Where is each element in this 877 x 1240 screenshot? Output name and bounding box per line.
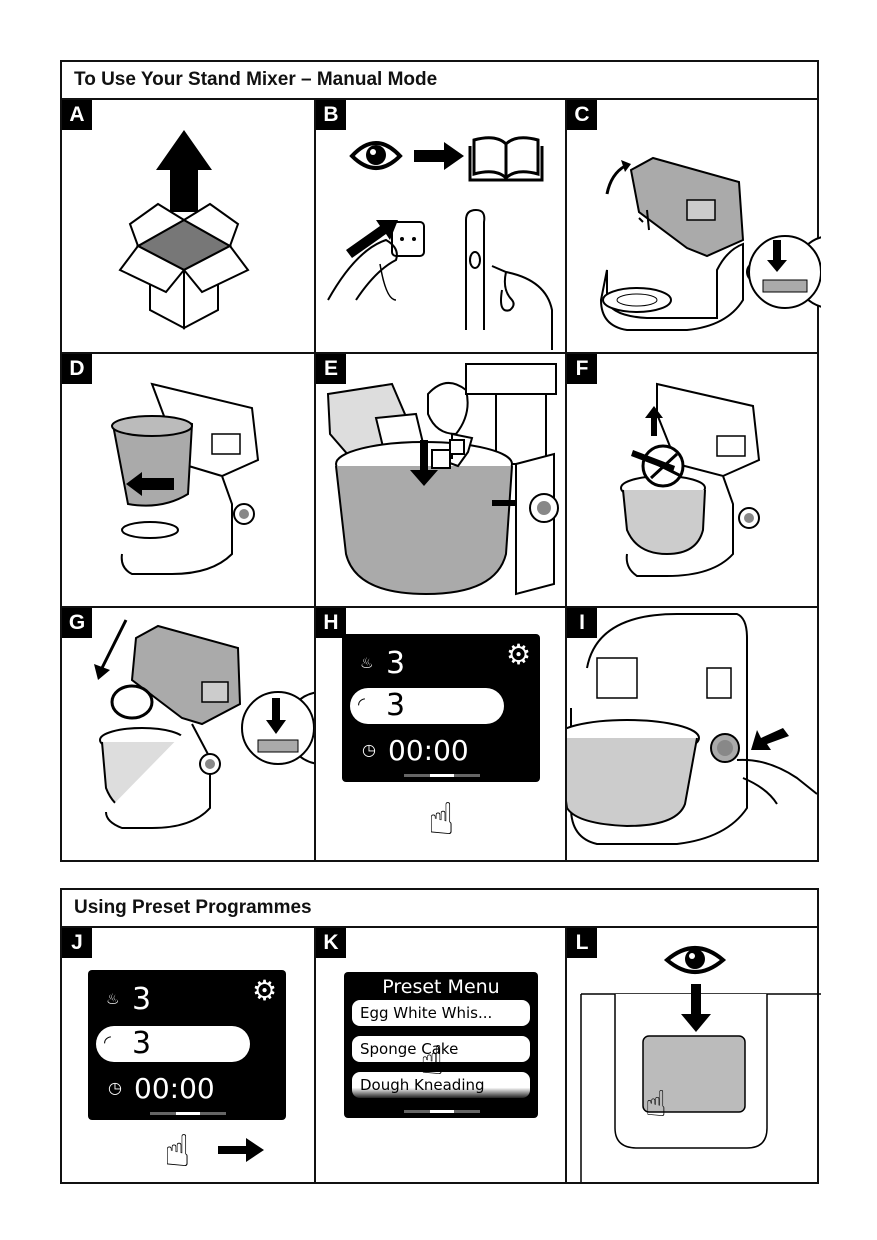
gear-icon[interactable]: ⚙ (506, 638, 532, 671)
panel-g: G (62, 608, 314, 860)
panel-label: L (567, 928, 597, 958)
panel-a: A (62, 100, 314, 352)
heat-value: 3 (386, 646, 406, 681)
heat-icon: ♨ (360, 654, 374, 672)
preset-menu-title: Preset Menu (382, 976, 500, 998)
timer-value: 00:00 (134, 1072, 215, 1105)
control-screen[interactable]: ♨ 3 ⚙ ◜ 3 ◷ 00:00 (88, 970, 286, 1120)
preset-dough-kneading[interactable]: Dough Kneading (352, 1072, 530, 1098)
panel-label: G (62, 608, 92, 638)
heat-value: 3 (132, 982, 152, 1017)
manual-mode-grid: A B (62, 100, 821, 860)
gear-icon[interactable]: ⚙ (252, 974, 278, 1007)
panel-label: E (316, 354, 346, 384)
preset-grid: J ♨ 3 ⚙ ◜ 3 ◷ 00:00 ☝ K Preset Menu Eg (62, 928, 821, 1182)
tap-hand-icon: ☝ (645, 1084, 667, 1125)
add-ingredients-illustration (326, 363, 559, 596)
panel-d: D (62, 354, 314, 606)
page-indicator (150, 1112, 226, 1115)
eye-icon (663, 946, 727, 974)
panel-label: C (567, 100, 597, 130)
panel-l: L ☝ (567, 928, 821, 1182)
preset-title: Using Preset Programmes (62, 890, 817, 928)
lower-head-illustration (94, 619, 314, 829)
swipe-arrow (218, 1138, 264, 1162)
tap-hand-icon: ☝ (420, 1038, 445, 1084)
panel-e: E (316, 354, 565, 606)
control-screen[interactable]: ♨ 3 ⚙ ◜ 3 ◷ 00:00 (342, 634, 540, 782)
unpack-box-illustration (118, 130, 250, 330)
speed-value: 3 (132, 1026, 152, 1061)
clock-icon: ◷ (362, 740, 376, 759)
preset-menu-screen: Preset Menu Egg White Whis... Sponge Cak… (344, 972, 538, 1118)
eye-icon (349, 141, 403, 170)
panel-label: H (316, 608, 346, 638)
speed-row[interactable] (96, 1026, 250, 1062)
panel-label: D (62, 354, 92, 384)
panel-i: I (567, 608, 821, 860)
speed-gauge-icon: ◜ (104, 1032, 111, 1053)
manual-mode-title: To Use Your Stand Mixer – Manual Mode (62, 62, 817, 100)
preset-sponge-cake[interactable]: Sponge Cake (352, 1036, 530, 1062)
page-indicator (404, 774, 480, 777)
panel-c: C (567, 100, 821, 352)
book-icon (468, 136, 544, 182)
panel-k: K Preset Menu Egg White Whis... Sponge C… (316, 928, 565, 1182)
panel-label: F (567, 354, 597, 384)
panel-label: I (567, 608, 597, 638)
speed-gauge-icon: ◜ (358, 694, 365, 715)
press-knob-illustration (567, 613, 818, 845)
fit-tool-illustration (620, 382, 761, 577)
speed-row[interactable] (350, 688, 504, 724)
panel-label: A (62, 100, 92, 130)
tap-hand-icon: ☝ (164, 1126, 191, 1177)
read-instructions-illustration (327, 136, 553, 350)
tap-hand-icon: ☝ (428, 794, 455, 845)
speed-value: 3 (386, 688, 406, 723)
panel-label: J (62, 928, 92, 958)
view-screen-illustration (580, 946, 821, 1182)
panel-f: F (567, 354, 821, 606)
page-indicator (404, 1110, 480, 1113)
fit-bowl-illustration (111, 382, 260, 575)
preset-section: Using Preset Programmes J ♨ 3 ⚙ ◜ 3 ◷ 00… (60, 888, 821, 1184)
panel-h: H ♨ 3 ⚙ ◜ 3 ◷ 00:00 ☝ (316, 608, 565, 860)
manual-mode-section: To Use Your Stand Mixer – Manual Mode A … (60, 60, 821, 862)
panel-label: B (316, 100, 346, 130)
heat-icon: ♨ (106, 990, 120, 1008)
panel-j: J ♨ 3 ⚙ ◜ 3 ◷ 00:00 ☝ (62, 928, 314, 1182)
preset-egg-white[interactable]: Egg White Whis... (352, 1000, 530, 1026)
timer-value: 00:00 (388, 734, 469, 767)
panel-b: B (316, 100, 565, 352)
raise-head-illustration (599, 156, 821, 331)
panel-label: K (316, 928, 346, 958)
clock-icon: ◷ (108, 1078, 122, 1097)
